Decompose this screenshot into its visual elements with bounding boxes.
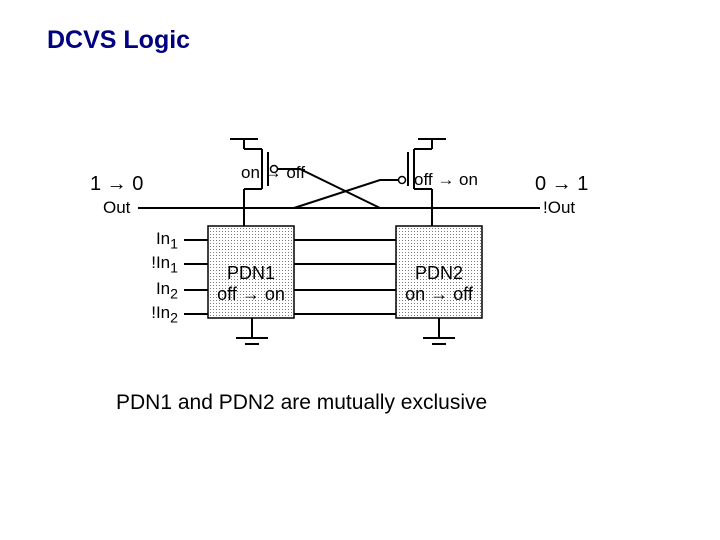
pmos-right — [397, 138, 446, 226]
left-transition-label: 1 → 0 — [90, 173, 144, 195]
pdn2-state: on → off — [405, 284, 473, 304]
ground-left — [236, 318, 268, 345]
pdn2-name: PDN2 — [414, 263, 463, 283]
cross-wire-a — [278, 168, 381, 209]
input-label-3: In2 — [155, 279, 178, 303]
right-transition-label: 0 → 1 — [535, 173, 589, 195]
pmos-right-state: off → on — [414, 170, 478, 189]
pdn1-name: PDN1 — [226, 263, 275, 283]
out-label: Out — [103, 198, 131, 217]
input-label-1: In1 — [155, 229, 178, 253]
caption: PDN1 and PDN2 are mutually exclusive — [116, 391, 488, 414]
pdn1-label: PDN1 off → on — [208, 263, 294, 305]
pdn2-box — [395, 225, 483, 319]
pdn1-state: off → on — [217, 284, 285, 304]
pmos-left — [230, 138, 279, 208]
input-label-4: !In2 — [151, 303, 178, 327]
pmos-left-state: on → off — [241, 163, 305, 182]
page-title: DCVS Logic — [47, 26, 191, 54]
pdn2-label: PDN2 on → off — [396, 263, 482, 305]
pdn1-box — [207, 225, 295, 319]
nout-label: !Out — [543, 198, 576, 217]
input-label-2: !In1 — [151, 253, 178, 277]
ground-right — [423, 318, 455, 345]
cross-wire-b — [293, 179, 398, 209]
